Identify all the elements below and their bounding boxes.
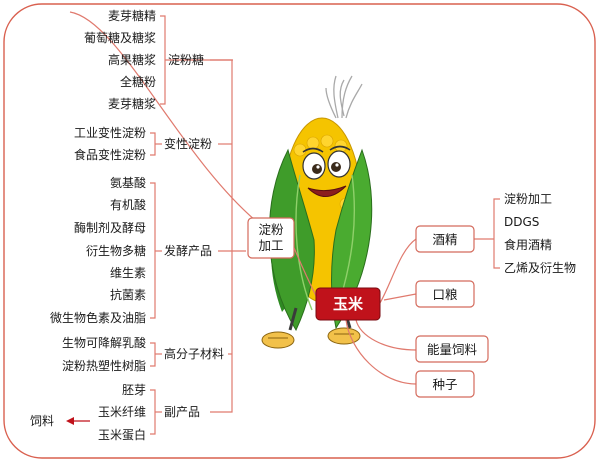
arrow-left-icon xyxy=(66,417,90,425)
alcohol-item-starch-processing: 淀粉加工 xyxy=(504,192,552,206)
branch-energy-feed: 能量饲料 xyxy=(427,342,478,357)
group-byproducts: 副产品 xyxy=(164,405,200,419)
feed-note: 饲料 xyxy=(30,414,54,428)
item-corn-protein: 玉米蛋白 xyxy=(98,427,146,442)
item-antibiotic: 抗菌素 xyxy=(110,287,146,302)
item-starch-thermoplastic-resin: 淀粉热塑性树脂 xyxy=(62,358,146,373)
item-food-modified-starch: 食品变性淀粉 xyxy=(74,147,146,162)
alcohol-item-edible-alcohol: 食用酒精 xyxy=(504,237,552,252)
item-vitamin: 维生素 xyxy=(110,266,146,280)
item-maltose-extract: 麦芽糖精 xyxy=(108,8,156,23)
starch-processing-label-1: 淀粉 xyxy=(258,222,284,237)
item-amino-acid: 氨基酸 xyxy=(110,175,146,190)
item-whole-sugar-powder: 全糖粉 xyxy=(120,74,156,89)
branch-seed-box xyxy=(415,370,475,398)
item-germ: 胚芽 xyxy=(122,383,146,397)
root-label: 玉米 xyxy=(333,295,364,313)
item-hfcs: 高果糖浆 xyxy=(108,52,156,67)
item-industrial-modified-starch: 工业变性淀粉 xyxy=(74,125,146,140)
item-derivative-polysaccharide: 衍生物多糖 xyxy=(86,243,146,258)
item-glucose-syrup: 葡萄糖及糖浆 xyxy=(84,30,156,45)
branch-ration: 口粮 xyxy=(432,287,458,302)
starch-processing-label-2: 加工 xyxy=(258,238,283,253)
group-modified-starch: 变性淀粉 xyxy=(164,136,212,151)
branch-alcohol-box xyxy=(415,225,475,253)
branch-seed: 种子 xyxy=(432,377,457,392)
connectors xyxy=(69,11,500,435)
group-polymer: 高分子材料 xyxy=(164,346,224,361)
branch-ration-box xyxy=(415,280,475,308)
item-microbial-pigment-oil: 微生物色素及油脂 xyxy=(50,310,146,325)
item-biodegradable-lactic-acid: 生物可降解乳酸 xyxy=(62,335,146,350)
item-organic-acid: 有机酸 xyxy=(110,197,146,212)
group-starch-sugar: 淀粉糖 xyxy=(168,52,204,67)
root-node xyxy=(315,287,381,321)
corn-mascot-icon xyxy=(261,75,373,349)
alcohol-item-ddgs: DDGS xyxy=(504,215,539,229)
alcohol-item-ethylene-derivatives: 乙烯及衍生物 xyxy=(504,261,576,275)
starch-processing-box xyxy=(247,217,295,259)
item-maltose-syrup: 麦芽糖浆 xyxy=(108,96,156,111)
item-corn-fiber: 玉米纤维 xyxy=(98,405,146,419)
branch-energy-feed-box xyxy=(415,335,489,363)
item-enzyme-yeast: 酶制剂及酵母 xyxy=(74,220,146,235)
group-fermentation: 发酵产品 xyxy=(164,243,212,258)
branch-alcohol: 酒精 xyxy=(432,232,457,247)
outer-frame xyxy=(3,3,596,459)
